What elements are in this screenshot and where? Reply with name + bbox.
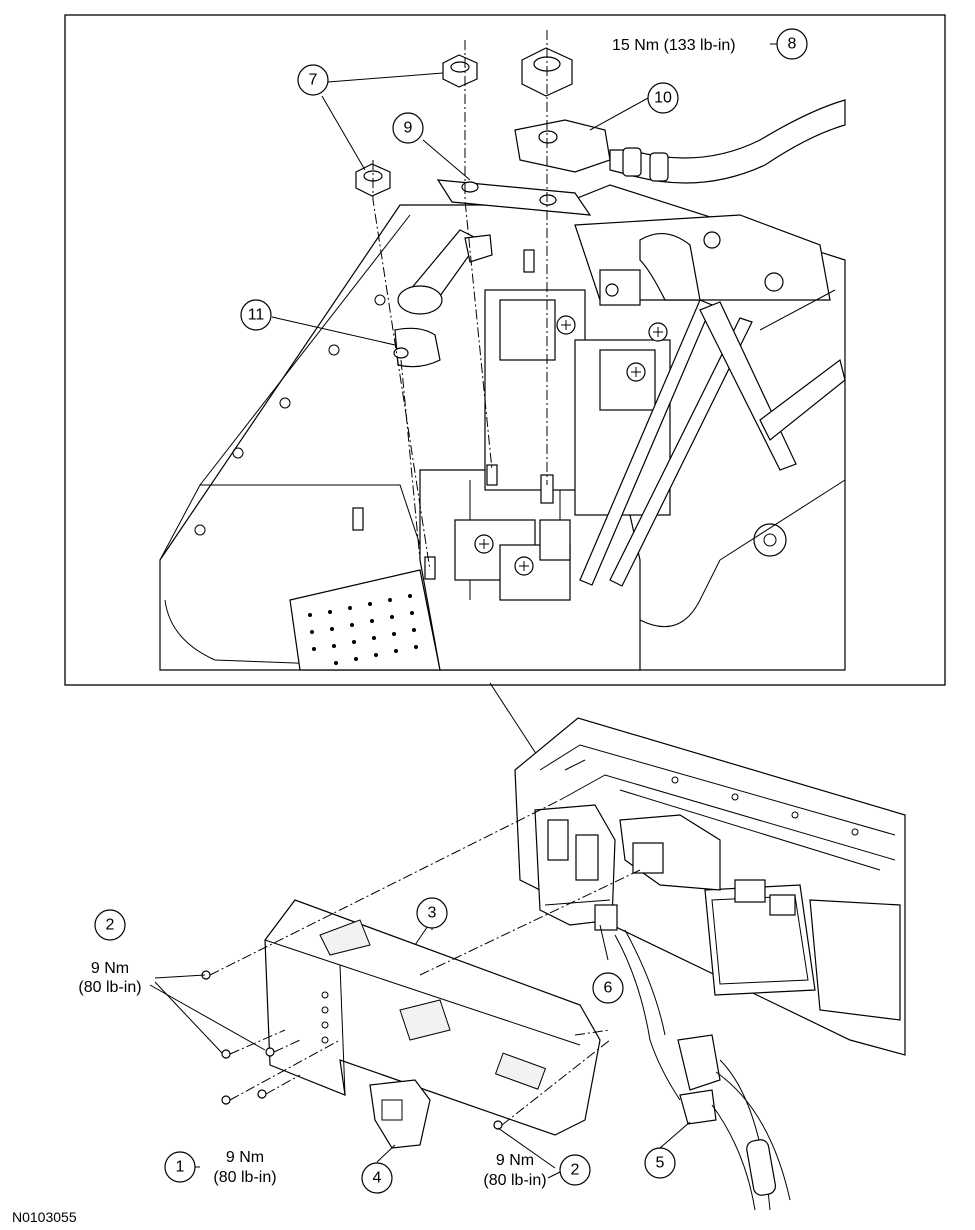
harness-5 xyxy=(614,929,791,1211)
callout-number: 10 xyxy=(654,90,672,107)
fasteners xyxy=(201,970,503,1130)
callout-10: 10 xyxy=(647,82,679,114)
modules xyxy=(704,879,901,1021)
studs xyxy=(352,249,554,580)
nut-7-top xyxy=(442,54,478,88)
callout-6: 6 xyxy=(592,972,624,1004)
callout-2b: 2 xyxy=(559,1154,591,1186)
figure-id: N0103055 xyxy=(12,1209,77,1225)
fuse-link-11 xyxy=(393,229,493,368)
junction-block-6 xyxy=(534,804,618,931)
perforated-plate xyxy=(289,569,441,671)
cover-3 xyxy=(264,899,601,1136)
bus-bar-area xyxy=(574,214,846,628)
callout-number: 1 xyxy=(176,1159,185,1176)
callout-7: 7 xyxy=(297,64,329,96)
callout-number: 3 xyxy=(428,905,437,922)
torque-label-2a-nm: 9 Nm xyxy=(91,960,129,977)
callout-number: 11 xyxy=(248,307,265,324)
main-centerlines xyxy=(209,799,641,1126)
callout-number: 2 xyxy=(106,917,115,934)
callout-number: 6 xyxy=(604,980,613,997)
callout-number: 8 xyxy=(788,36,797,53)
callout-number: 7 xyxy=(309,72,318,89)
detail-centerlines xyxy=(372,30,548,571)
main-view xyxy=(149,717,906,1211)
callout-11: 11 xyxy=(240,299,272,331)
callout-2a: 2 xyxy=(94,909,126,941)
bracket-4 xyxy=(369,1079,431,1149)
callout-3: 3 xyxy=(416,897,448,929)
torque-label-8: 15 Nm (133 lb-in) xyxy=(612,37,736,54)
callout-5: 5 xyxy=(644,1147,676,1179)
callout-1: 1 xyxy=(164,1151,196,1183)
callout-number: 5 xyxy=(656,1155,665,1172)
torque-2b-dash xyxy=(547,1171,561,1179)
callout-number: 9 xyxy=(404,120,413,137)
callout-8: 8 xyxy=(776,28,808,60)
torque-label-1-lb: (80 lb-in) xyxy=(213,1169,276,1186)
detail-leaders xyxy=(271,43,783,346)
callout-9: 9 xyxy=(392,112,424,144)
torque-label-2a-lb: (80 lb-in) xyxy=(78,979,141,996)
battery-cable xyxy=(514,99,846,184)
panel-connector xyxy=(619,814,721,891)
bracket-9 xyxy=(436,179,592,216)
callout-number: 4 xyxy=(373,1170,382,1187)
detail-view xyxy=(64,14,946,686)
callout-4: 4 xyxy=(361,1162,393,1194)
torque-label-2b-nm: 9 Nm xyxy=(496,1152,534,1169)
callout-number: 2 xyxy=(571,1162,580,1179)
torque-label-1-nm: 9 Nm xyxy=(226,1149,264,1166)
main-leaders xyxy=(149,918,691,1169)
torque-label-2b-lb: (80 lb-in) xyxy=(483,1172,546,1189)
